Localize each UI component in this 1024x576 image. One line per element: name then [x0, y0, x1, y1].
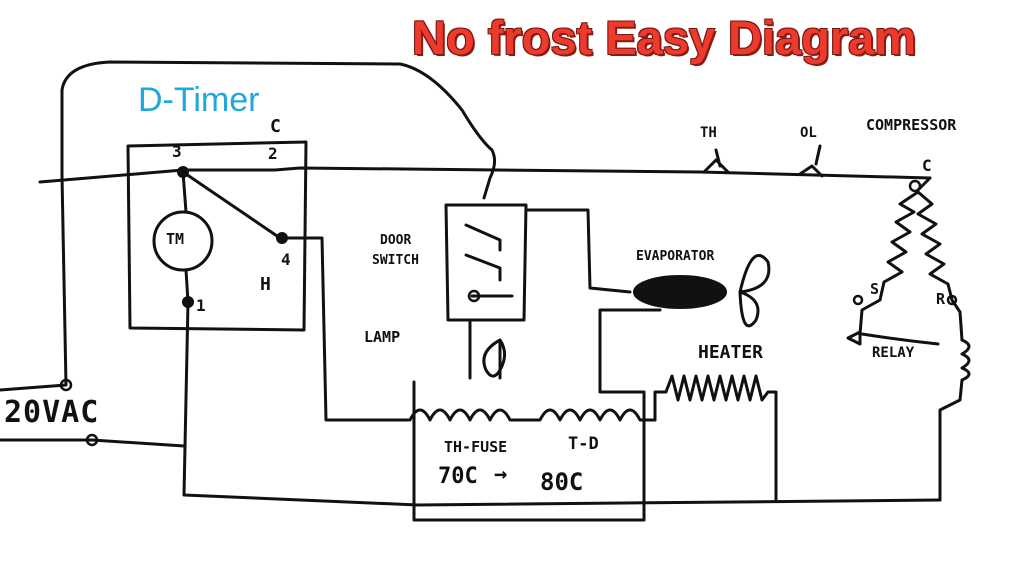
timer-3-label: 3 [172, 142, 182, 161]
evaporator-fan-blades [738, 254, 771, 328]
compressor-c-label: C [922, 156, 932, 175]
th-fuse-label: TH-FUSE [444, 438, 508, 456]
relay-label: RELAY [872, 345, 915, 361]
diagram-title: No frost Easy Diagram [412, 11, 917, 64]
evaporator-fan-motor [633, 275, 727, 309]
door-switch-contacts [464, 223, 514, 298]
timer-switch-arm [181, 170, 282, 240]
compressor-r-label: R [936, 290, 946, 308]
left-supply-wire [0, 174, 68, 392]
overload-label: OL [800, 125, 817, 141]
timer-1-label: 1 [196, 296, 206, 315]
lamp-label: LAMP [364, 328, 401, 346]
compressor-s-label: S [870, 280, 880, 298]
terminal-4-dot [276, 232, 288, 244]
door-switch-label-line1: DOOR [380, 233, 412, 248]
supply-dot-top [59, 378, 73, 392]
compressor-c-dot [908, 179, 922, 193]
thermostat-symbol [702, 148, 730, 174]
door-switch-box [444, 203, 528, 322]
fuse-temp-label: 70C [438, 464, 478, 489]
thermostat-label: TH [700, 125, 717, 141]
supply-label: 20VAC [4, 395, 100, 430]
door-to-evap-wire [524, 208, 632, 294]
terminal-1-dot [182, 296, 194, 308]
compressor-start-winding [858, 190, 920, 336]
relay-coil [938, 338, 971, 502]
timer-c-label: C [270, 116, 281, 137]
timer-4-label: 4 [281, 250, 291, 269]
compressor-label: COMPRESSOR [866, 116, 957, 134]
supply-lower-wire [0, 438, 186, 448]
td-temp-label: 80C [540, 468, 584, 496]
timer-motor-label: TM [166, 230, 185, 248]
heater-label: HEATER [698, 342, 764, 363]
timer-motor-circle [152, 210, 214, 272]
compressor-run-winding [916, 190, 964, 342]
arrow-glyph: → [494, 462, 508, 487]
fuse-coil [408, 408, 657, 422]
timer-box [126, 140, 308, 332]
evaporator-label: EVAPORATOR [636, 249, 715, 264]
lamp-wire [468, 320, 507, 380]
timer-h-label: H [260, 274, 271, 295]
terminal-3-dot [177, 166, 189, 178]
main-bus-wire [38, 166, 932, 184]
relay-arrow [846, 330, 940, 346]
timer-2-label: 2 [268, 144, 278, 163]
overload-symbol [798, 144, 824, 178]
timer-label: D-Timer [138, 81, 260, 119]
heater-element [653, 374, 778, 502]
door-switch-label-line2: SWITCH [372, 253, 419, 268]
top-loop-wire [60, 60, 497, 200]
timer-motor-lead-top [181, 170, 188, 214]
td-label: T-D [568, 434, 599, 454]
supply-dot-bottom [85, 433, 99, 447]
lamp-box-wire [412, 308, 662, 522]
terminal1-wire [182, 300, 942, 507]
terminal4-wire [280, 236, 410, 422]
